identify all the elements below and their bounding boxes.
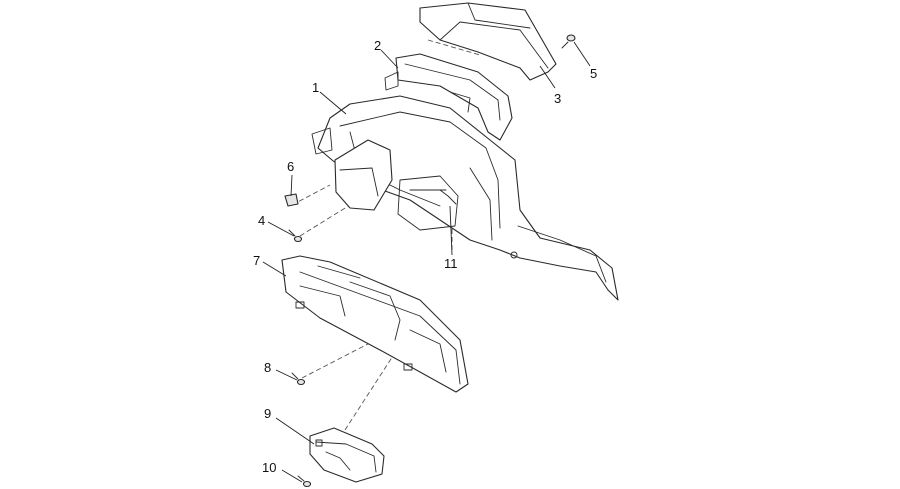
part-screw-10 (297, 475, 312, 488)
callout-8: 8 (264, 360, 271, 375)
part-control-unit (309, 427, 385, 483)
part-upper-cover (419, 2, 557, 81)
part-screw-4 (288, 229, 303, 243)
callout-11: 11 (444, 256, 458, 271)
callout-5: 5 (590, 66, 597, 81)
callout-9: 9 (264, 406, 271, 421)
callout-labels: 1 2 3 4 5 6 7 8 9 10 11 (253, 38, 597, 475)
callout-10: 10 (262, 460, 276, 475)
part-instrument-panel (281, 255, 469, 393)
part-bezel-frame (384, 53, 513, 141)
callout-6: 6 (287, 159, 294, 174)
callout-3: 3 (554, 91, 561, 106)
part-handlebar-rear-cover (311, 95, 619, 301)
part-screw-5 (561, 34, 576, 49)
leader-lines (262, 41, 591, 483)
part-screw-8 (291, 372, 306, 386)
callout-7: 7 (253, 253, 260, 268)
part-clip-nut (284, 193, 299, 207)
callout-4: 4 (258, 213, 265, 228)
callout-1: 1 (312, 80, 319, 95)
assembly-guide-lines (291, 39, 481, 431)
callout-2: 2 (374, 38, 381, 53)
part-harness-11 (439, 189, 457, 205)
